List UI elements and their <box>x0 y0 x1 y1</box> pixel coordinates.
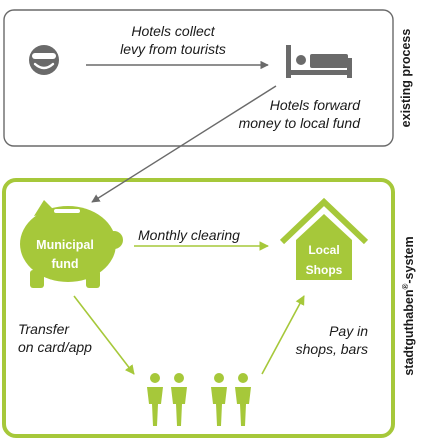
people-icon <box>147 373 251 426</box>
existing-process-side-label: existing process <box>398 13 414 143</box>
local-shops-label: Local Shops <box>296 240 352 280</box>
monthly-clearing-text: Monthly clearing <box>138 227 240 243</box>
transfer-line-1: Transfer <box>18 321 70 337</box>
tourist-face-icon <box>29 45 59 75</box>
hotels-forward-label: Hotels forward money to local fund <box>206 96 360 132</box>
local-shops-line-1: Local <box>308 243 340 257</box>
stadtguthaben-box <box>2 178 395 438</box>
existing-process-side-text: existing process <box>399 28 413 128</box>
piggy-bank-icon <box>20 200 123 288</box>
monthly-clearing-label: Monthly clearing <box>138 226 240 244</box>
hotels-forward-line-2: money to local fund <box>238 115 360 131</box>
stadtguthaben-side-suffix: -system <box>402 236 417 284</box>
hotels-collect-line-2: levy from tourists <box>120 41 226 57</box>
pay-in-line-1: Pay in <box>329 323 368 339</box>
stadtguthaben-side-main: stadtguthaben <box>402 289 417 376</box>
pay-in-line-2: shops, bars <box>295 341 368 357</box>
hotels-collect-label: Hotels collect levy from tourists <box>96 22 250 58</box>
arrow-hotel-to-fund <box>91 85 277 203</box>
municipal-fund-line-2: fund <box>51 257 79 271</box>
local-shops-line-2: Shops <box>305 263 343 277</box>
pay-in-label: Pay in shops, bars <box>266 322 368 358</box>
arrow-fund-to-people <box>73 295 135 375</box>
hotels-collect-line-1: Hotels collect <box>131 23 215 39</box>
hotel-bed-icon <box>286 45 352 78</box>
transfer-label: Transfer on card/app <box>18 320 92 356</box>
arrow-people-to-shops <box>261 295 305 375</box>
existing-process-box <box>3 9 394 147</box>
stadtguthaben-side-label: stadtguthaben®-system <box>398 216 417 396</box>
hotels-forward-line-1: Hotels forward <box>269 97 360 113</box>
shop-house-icon <box>279 197 369 280</box>
transfer-line-2: on card/app <box>18 339 92 355</box>
registered-mark: ® <box>401 283 410 290</box>
municipal-fund-label: Municipal fund <box>20 236 110 274</box>
municipal-fund-line-1: Municipal <box>36 238 94 252</box>
